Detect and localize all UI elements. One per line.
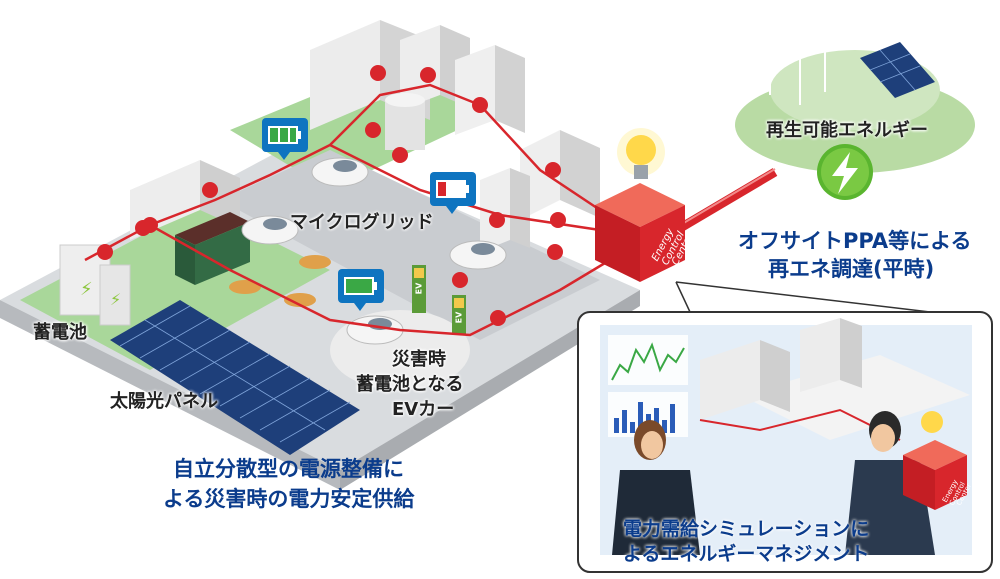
battery-label: 蓄電池 bbox=[33, 322, 87, 343]
ev-car bbox=[449, 240, 507, 270]
building bbox=[455, 45, 525, 135]
svg-text:⚡: ⚡ bbox=[110, 290, 121, 309]
ev-charger bbox=[412, 265, 426, 313]
solar-panel-label: 太陽光パネル bbox=[110, 391, 218, 412]
battery-badge-charging bbox=[338, 269, 384, 311]
pavilion bbox=[175, 212, 250, 285]
battery-badge-low bbox=[430, 172, 476, 214]
building bbox=[520, 130, 600, 220]
simulation-inset bbox=[577, 281, 993, 573]
solar-panel-array bbox=[110, 300, 360, 455]
ev-label-line2: 蓄電池となる bbox=[356, 374, 464, 395]
main-caption-line2: よる災害時の電力安定供給 bbox=[163, 487, 415, 511]
ev-sign: EV bbox=[414, 282, 424, 295]
tank bbox=[385, 93, 425, 150]
building bbox=[480, 168, 530, 252]
person-woman bbox=[612, 420, 700, 555]
energy-bolt-icon bbox=[817, 144, 873, 200]
ev-label-line3: EVカー bbox=[392, 399, 455, 420]
power-pin-markers bbox=[97, 65, 566, 326]
offsite-ppa-line1: オフサイトPPA等による bbox=[738, 229, 972, 253]
ev-car bbox=[311, 157, 369, 187]
cafe-tables bbox=[229, 255, 331, 307]
svg-text:⚡: ⚡ bbox=[80, 279, 93, 300]
simulation-caption-line2: よるエネルギーマネジメント bbox=[623, 543, 870, 565]
energy-control-center bbox=[595, 183, 685, 282]
lightbulb-icon bbox=[617, 128, 665, 179]
ev-label-line1: 災害時 bbox=[392, 349, 446, 370]
ev-charger bbox=[452, 295, 466, 335]
wind-turbines bbox=[754, 11, 839, 105]
solar-farm bbox=[860, 42, 935, 98]
ev-car bbox=[241, 215, 299, 245]
microgrid-label: マイクログリッド bbox=[290, 212, 434, 233]
main-caption-line1: 自立分散型の電源整備に bbox=[173, 457, 404, 481]
battery-badge-full bbox=[262, 118, 308, 160]
ev-sign: EV bbox=[454, 311, 464, 324]
offsite-ppa-line2: 再エネ調達(平時) bbox=[768, 257, 935, 281]
renewable-label: 再生可能エネルギー bbox=[766, 120, 928, 141]
battery-unit: ⚡ ⚡ bbox=[59, 244, 131, 326]
power-lines bbox=[84, 83, 611, 337]
simulation-caption-line1: 電力需給シミュレーションに bbox=[623, 518, 870, 540]
road bbox=[220, 150, 600, 340]
grass-area bbox=[20, 205, 330, 370]
